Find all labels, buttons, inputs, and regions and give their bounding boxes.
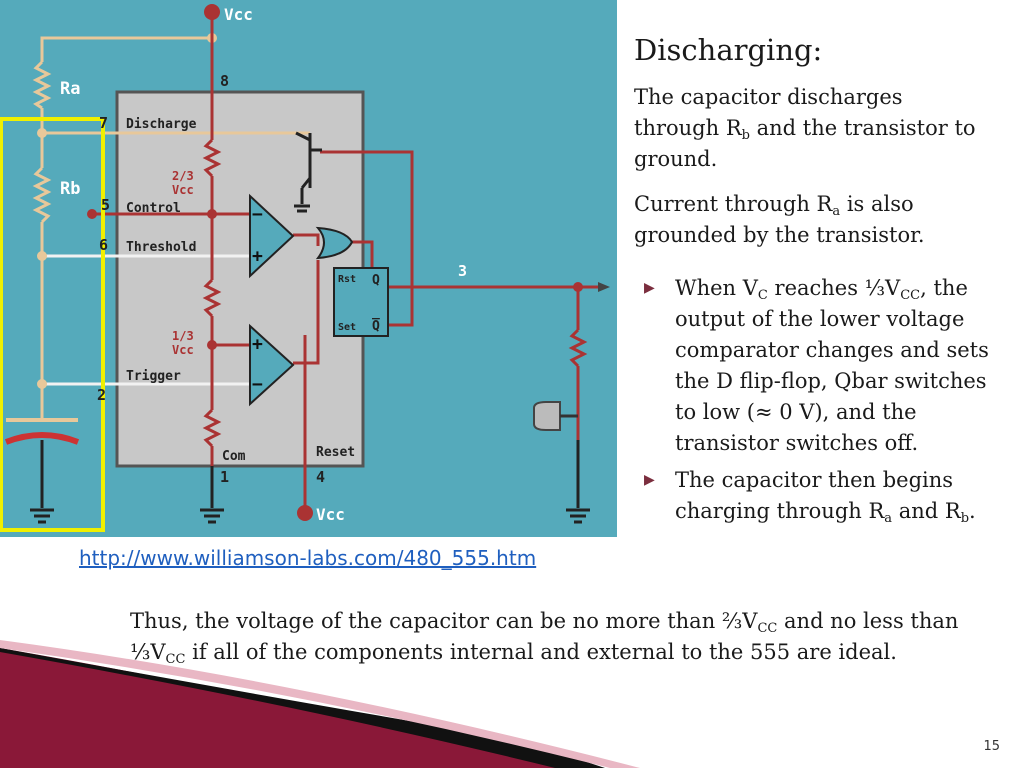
para1-text-b: and the transistor to ground. [634, 116, 976, 171]
qbar-label: Q [372, 319, 380, 334]
pin-2-label: 2 [97, 386, 106, 404]
control-label: Control [126, 201, 181, 216]
bullet-subscript: CC [900, 288, 921, 303]
summary-sub-1: CC [757, 621, 778, 636]
ic-body [115, 90, 365, 468]
internal-node-dots [87, 4, 583, 521]
vcc-bottom-label: Vcc [316, 505, 345, 524]
bullet-text: The capacitor then begins charging throu… [675, 468, 954, 523]
text-column: Discharging: The capacitor discharges th… [634, 30, 994, 533]
ra-label: Ra [60, 79, 80, 99]
bullet-text: and R [892, 499, 961, 523]
bullet-subscript: b [960, 511, 970, 526]
resistor-ra [32, 60, 52, 110]
output-led [533, 282, 610, 431]
pin-7-label: 7 [99, 114, 108, 132]
rb-label: Rb [60, 179, 80, 199]
para2-text-b: is also grounded by the transistor. [634, 192, 925, 247]
one-third-label: 1/3 [172, 329, 194, 343]
threshold-label: Threshold [126, 240, 196, 255]
bullet-subscript: a [884, 511, 893, 526]
com-label: Com [222, 449, 246, 464]
rst-label: Rst [338, 274, 356, 285]
paragraph-current: Current through Ra is also grounded by t… [634, 189, 994, 251]
two-thirds-label: 2/3 [172, 169, 194, 183]
pin-5-label: 5 [101, 196, 110, 214]
resistor-rb [32, 166, 52, 224]
discharge-label: Discharge [126, 117, 197, 132]
summary-sub-2: CC [165, 652, 186, 667]
upper-comparator [249, 193, 295, 279]
pin-8-label: 8 [220, 72, 229, 90]
slide-title: Discharging: [634, 33, 823, 67]
flip-flop [333, 267, 389, 337]
para2-text-a: Current through R [634, 192, 833, 216]
pin-1-label: 1 [220, 468, 229, 486]
one-third-vcc-label: Vcc [172, 343, 194, 357]
bullet-text: , the output of the lower voltage compar… [675, 276, 989, 455]
bullet-text: When V [675, 276, 758, 300]
summary-text-2: and no less than ⅓V [130, 609, 959, 664]
summary-paragraph: Thus, the voltage of the capacitor can b… [130, 606, 980, 668]
bullet-text: . [969, 499, 976, 523]
vcc-top-label: Vcc [224, 5, 253, 24]
summary-text-3: if all of the components internal and ex… [185, 640, 897, 664]
decorative-swoosh [0, 640, 640, 768]
reset-label: Reset [316, 445, 355, 460]
trigger-threshold-wires [42, 254, 250, 386]
svg-text:−: − [252, 374, 263, 395]
paragraph-discharge: The capacitor discharges through Rb and … [634, 82, 994, 175]
summary-text-1: Thus, the voltage of the capacitor can b… [130, 609, 758, 633]
bullet-subscript: C [757, 288, 768, 303]
comparator-signs: − + + − [252, 204, 263, 395]
trigger-label: Trigger [126, 369, 181, 384]
pin-6-label: 6 [99, 236, 108, 254]
bullet-arrow-icon: ▶ [644, 280, 655, 296]
ground-symbols [30, 188, 590, 524]
para2-sub: a [832, 204, 841, 219]
pin-4-label: 4 [316, 468, 325, 486]
two-thirds-vcc-label: Vcc [172, 183, 194, 197]
svg-text:+: + [252, 334, 263, 355]
q-label: Q [372, 273, 380, 288]
capacitor-symbol [4, 418, 80, 508]
source-link[interactable]: http://www.williamson-labs.com/480_555.h… [79, 546, 537, 570]
svg-text:+: + [252, 246, 263, 267]
set-label: Set [338, 322, 356, 333]
page-number: 15 [983, 739, 1000, 754]
svg-text:−: − [252, 204, 263, 225]
para1-text-a: The capacitor discharges through R [634, 85, 903, 140]
timer-555-diagram: − + + − Vcc Vcc Ra Rb 8 7 5 6 2 1 4 3 Disc… [0, 0, 617, 537]
para1-sub: b [741, 128, 750, 143]
bullet-item: ▶ When VC reaches ⅓VCC, the output of the… [634, 273, 994, 459]
discharge-transistor [295, 131, 322, 189]
or-gate [315, 226, 354, 260]
bullet-text: reaches ⅓V [767, 276, 901, 300]
lower-comparator [249, 323, 295, 407]
node-dots [37, 33, 217, 389]
pin-3-label: 3 [458, 262, 467, 280]
bullet-arrow-icon: ▶ [644, 472, 655, 488]
bullet-list: ▶ When VC reaches ⅓VCC, the output of the… [634, 273, 994, 527]
highlight-box [0, 117, 105, 532]
internal-wires [92, 18, 600, 508]
bullet-item: ▶ The capacitor then begins charging thro… [634, 465, 994, 527]
